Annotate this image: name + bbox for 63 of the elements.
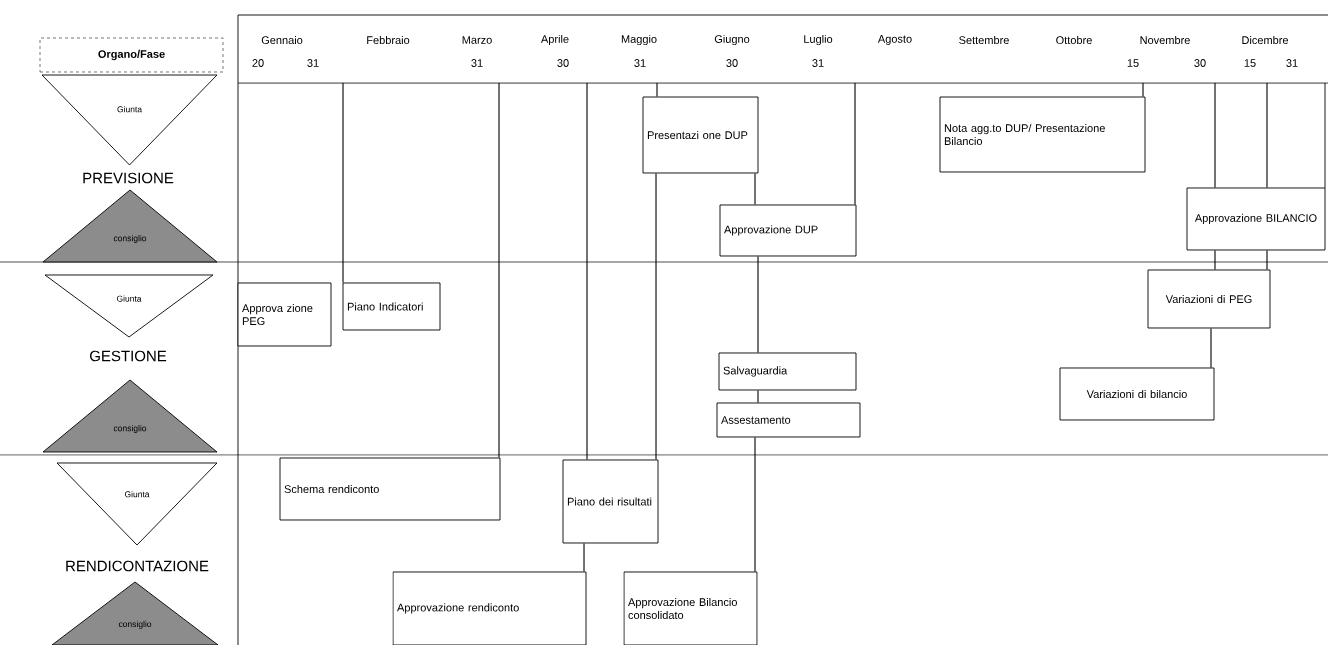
- month-label: Gennaio: [261, 35, 303, 45]
- event-box: Approvazione Bilancio consolidato: [623, 571, 758, 645]
- connector-line: [1210, 327, 1212, 369]
- connector-line: [1266, 82, 1268, 189]
- month-label: Maggio: [621, 34, 657, 46]
- connector-line: [1214, 82, 1216, 189]
- date-label: 30: [726, 59, 738, 67]
- connector-line: [854, 82, 856, 206]
- date-label: 15: [1127, 59, 1139, 67]
- event-box: Approvazione rendiconto: [392, 571, 587, 645]
- event-box: Approvazione DUP: [719, 204, 857, 257]
- month-label: Aprile: [540, 34, 569, 46]
- event-box: Assestamento: [716, 402, 861, 438]
- month-label: Agosto: [877, 35, 912, 45]
- connector-line: [1214, 249, 1216, 271]
- header-box: Organo/Fase: [39, 37, 224, 73]
- shaded-triangle: consiglio: [42, 189, 218, 263]
- date-label: 31: [634, 59, 646, 67]
- connector-line: [757, 255, 759, 354]
- date-label: 31: [307, 59, 319, 67]
- date-label: 31: [471, 59, 483, 67]
- connector-line: [1266, 249, 1268, 271]
- date-label: 31: [812, 59, 824, 67]
- connector-line: [656, 82, 658, 98]
- event-box: Variazioni di bilancio: [1059, 367, 1215, 421]
- month-label: Settembre: [959, 35, 1009, 45]
- connector-line: [583, 542, 585, 573]
- connector-line: [1142, 82, 1144, 98]
- phase-label: PREVISIONE: [83, 172, 174, 184]
- inverted-triangle: Giunta: [44, 274, 214, 338]
- month-label: Marzo: [462, 36, 492, 44]
- connector-line: [757, 389, 759, 404]
- connector-line: [498, 82, 500, 459]
- shaded-triangle: consiglio: [51, 581, 219, 645]
- shaded-triangle: consiglio: [42, 379, 218, 453]
- date-label: 20: [252, 59, 264, 67]
- connector-line: [754, 436, 756, 573]
- month-label: Luglio: [804, 34, 833, 46]
- event-box: Piano Indicatori: [342, 282, 441, 331]
- month-label: Novembre: [1140, 35, 1190, 45]
- event-box: Nota agg.to DUP/ Presentazione Bilancio: [939, 96, 1146, 173]
- event-box: Variazioni di PEG: [1147, 269, 1271, 329]
- month-label: Dicembre: [1242, 35, 1289, 45]
- month-label: Ottobre: [1056, 35, 1092, 45]
- event-box: Piano dei risultati: [562, 459, 659, 544]
- connector-line: [342, 82, 344, 284]
- connector-line: [655, 172, 657, 461]
- connector-line: [754, 172, 756, 206]
- phase-label: GESTIONE: [90, 350, 167, 362]
- event-box: Schema rendiconto: [279, 457, 501, 521]
- date-label: 31: [1286, 59, 1298, 67]
- event-box: Approva zione PEG: [237, 282, 332, 347]
- event-box: Salvaguardia: [718, 352, 857, 391]
- event-box: Presentazi one DUP: [642, 96, 759, 174]
- connector-line: [586, 82, 588, 461]
- date-label: 30: [1194, 59, 1206, 67]
- inverted-triangle: Giunta: [56, 462, 218, 546]
- date-label: 30: [557, 59, 569, 67]
- phase-label: RENDICONTAZIONE: [66, 560, 209, 572]
- date-label: 15: [1244, 59, 1256, 67]
- month-label: Giugno: [714, 34, 750, 46]
- event-box: Approvazione BILANCIO: [1186, 187, 1326, 251]
- month-label: Febbraio: [367, 35, 410, 45]
